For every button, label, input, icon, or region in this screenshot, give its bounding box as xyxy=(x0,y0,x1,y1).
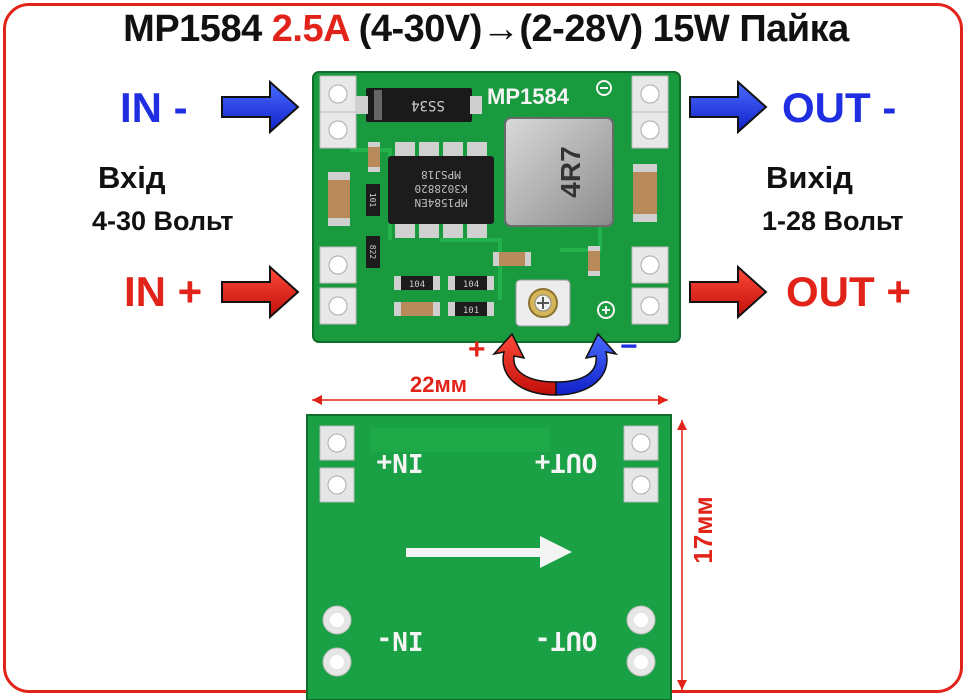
input-word: Вхід xyxy=(98,160,166,195)
polarity-mark-icon xyxy=(596,80,612,96)
bottom-pin-5 xyxy=(322,605,352,635)
potentiometer[interactable] xyxy=(515,279,571,327)
resistor-104-a: 104 xyxy=(394,276,440,290)
title-part-2: (4-30V)→(2-28V) 15W Пайка xyxy=(348,8,850,50)
bottom-label-out-plus: OUT+ xyxy=(535,447,598,477)
pin-left-top-1 xyxy=(319,75,357,113)
bottom-pin-2 xyxy=(319,467,355,503)
input-range: 4-30 Вольт xyxy=(92,206,234,236)
chip-mp1584en: MP1584EN K3028820 MPSJ18 xyxy=(388,142,494,238)
out-plus-label: OUT + xyxy=(786,268,911,315)
capacitor-left xyxy=(328,172,350,226)
resistor-822: 822 xyxy=(366,236,380,268)
chip-line-3: MPSJ18 xyxy=(421,168,461,181)
page-title: MP1584 2.5A (4-30V)→(2-28V) 15W Пайка xyxy=(0,8,972,51)
in-plus-arrow xyxy=(221,264,300,320)
resistor-101-b: 101 xyxy=(448,302,494,316)
bottom-label-out-minus: OUT- xyxy=(535,625,598,655)
resistor-104-b: 104 xyxy=(448,276,494,290)
output-word: Вихід xyxy=(766,160,853,195)
inductor-label: 4R7 xyxy=(555,146,586,197)
title-part-1: MP1584 xyxy=(123,8,272,50)
svg-text:822: 822 xyxy=(368,245,377,260)
bottom-label-in-plus: IN+ xyxy=(377,447,424,477)
capacitor-small-2 xyxy=(588,246,600,276)
bottom-pin-1 xyxy=(319,425,355,461)
diode-ss34: SS34 xyxy=(356,88,482,122)
svg-text:101: 101 xyxy=(368,193,377,208)
bottom-pin-6 xyxy=(322,647,352,677)
pot-plus-label: + xyxy=(468,333,486,366)
title-current: 2.5A xyxy=(271,8,349,50)
diode-label: SS34 xyxy=(411,97,445,113)
in-minus-label: IN - xyxy=(120,84,188,131)
pin-right-top-1 xyxy=(631,75,669,113)
pot-minus-label: − xyxy=(620,330,638,363)
pin-right-top-2 xyxy=(631,111,669,149)
output-range: 1-28 Вольт xyxy=(762,206,904,236)
ground-mark-icon xyxy=(597,301,615,319)
resistor-small-d xyxy=(493,252,531,266)
adjust-increase-arrow-icon xyxy=(491,332,557,396)
board-brand: MP1584 xyxy=(487,84,570,109)
chip-line-2: K3028820 xyxy=(415,182,468,195)
svg-text:104: 104 xyxy=(409,280,425,290)
svg-text:104: 104 xyxy=(463,280,479,290)
in-minus-arrow xyxy=(221,79,300,135)
pin-right-bottom-1 xyxy=(631,246,669,284)
height-label: 17мм xyxy=(688,496,718,563)
bottom-label-in-minus: IN- xyxy=(377,625,424,655)
direction-arrow-icon xyxy=(406,536,572,568)
board-top: SS34 MP1584 4R7 MP1584EN K3028820 MPSJ18 xyxy=(312,71,681,343)
width-dimension xyxy=(312,395,668,405)
capacitor-small-1 xyxy=(368,142,380,172)
in-plus-label: IN + xyxy=(124,268,203,315)
svg-text:101: 101 xyxy=(463,306,479,316)
capacitor-right xyxy=(633,164,657,222)
out-minus-label: OUT - xyxy=(782,84,897,131)
board-bottom: IN+ OUT+ IN- OUT- xyxy=(306,414,672,700)
pin-right-bottom-2 xyxy=(631,287,669,325)
bottom-pin-3 xyxy=(623,425,659,461)
pin-left-bottom-2 xyxy=(319,287,357,325)
resistor-101-a: 101 xyxy=(366,184,380,216)
width-label: 22мм xyxy=(410,372,468,397)
resistor-small-c xyxy=(394,302,440,316)
chip-line-1: MP1584EN xyxy=(415,196,468,209)
pin-left-top-2 xyxy=(319,111,357,149)
adjust-decrease-arrow-icon xyxy=(555,332,619,396)
bottom-pin-4 xyxy=(623,467,659,503)
bottom-pin-7 xyxy=(626,605,656,635)
out-minus-arrow xyxy=(689,79,768,135)
height-dimension: 17мм xyxy=(677,420,718,690)
bottom-pin-8 xyxy=(626,647,656,677)
pin-left-bottom-1 xyxy=(319,246,357,284)
out-plus-arrow xyxy=(689,264,768,320)
inductor-4r7: 4R7 xyxy=(504,117,614,227)
